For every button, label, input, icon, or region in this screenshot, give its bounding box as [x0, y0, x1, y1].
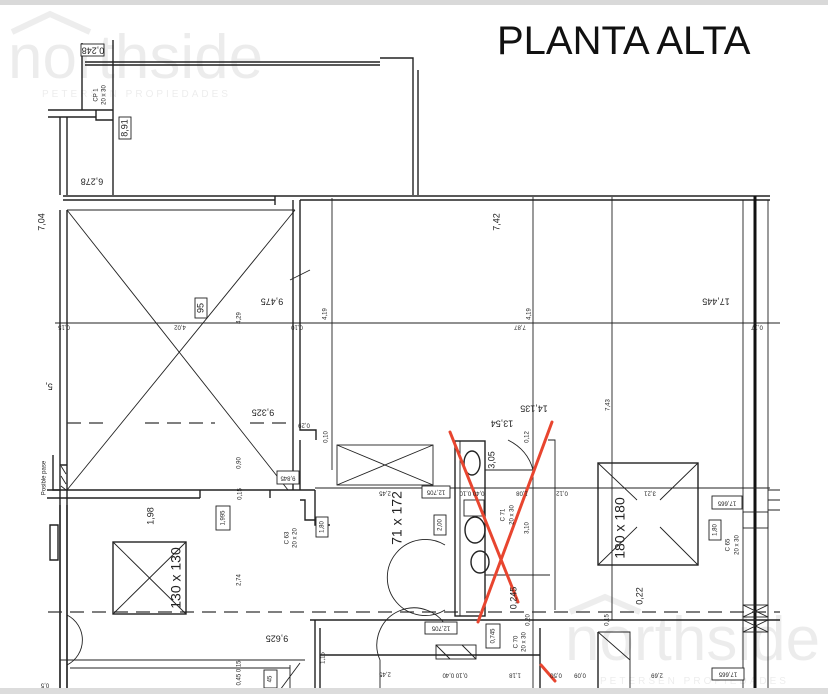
dim-label: 7,43: [606, 399, 612, 411]
dimension-labels: 0,248 CP 1 20 x 30 8,91 6,278 7,04 7,42 …: [36, 46, 762, 688]
dim-label: 17,665: [717, 499, 736, 505]
dim-label: 2,69: [651, 671, 663, 677]
dim-label: 0,40 0,10: [459, 489, 485, 495]
dim-label: 1,18: [509, 671, 521, 677]
walls: [47, 40, 780, 690]
skylight-size: 130 x 130: [168, 547, 184, 609]
dim-label: 17,445: [702, 297, 730, 307]
dim-label: 0,245: [508, 587, 518, 610]
dim-label: 3,10: [525, 522, 531, 534]
dim-label: 1,995: [221, 510, 227, 526]
dim-label: 0,15: [605, 614, 611, 626]
dim-label: 0,17: [751, 323, 763, 329]
dim-label: 17,665: [718, 670, 737, 676]
dim-label: 9,475: [261, 297, 284, 307]
void-opening: [66, 209, 311, 491]
dim-label: 0,90: [237, 457, 243, 469]
dim-label: 0,50: [550, 671, 562, 677]
dim-label: 0,12: [525, 431, 531, 443]
dim-label: 0,29: [298, 421, 310, 427]
dim-label: 2,45: [379, 489, 391, 495]
column-size: 20 x 30: [102, 84, 108, 104]
watermark-bottom: northside PETERSEN PROPIEDADES: [565, 593, 820, 687]
bidet-icon: [464, 516, 486, 544]
toilet-icon: [470, 550, 490, 574]
skylight-130: [112, 541, 187, 615]
watermark-top: northside PETERSEN PROPIEDADES: [8, 10, 263, 100]
dim-label: 7,04: [36, 213, 46, 231]
watermark-brand-2: northside: [565, 605, 820, 674]
opening-size: 71 x 172: [389, 491, 405, 545]
dim-label: 7,42: [491, 213, 501, 231]
dim-label: 2,45: [379, 670, 391, 676]
stair-box: [336, 444, 434, 486]
dim-label: 3,21: [644, 489, 656, 495]
dim-label: 14,135: [520, 404, 548, 414]
top-border: [0, 0, 828, 5]
dim-label: 4,19: [527, 308, 533, 320]
dim-label: 0,248: [82, 46, 105, 56]
watermark-tagline-2: PETERSEN PROPIEDADES: [600, 676, 789, 687]
column-label: C 71: [501, 508, 507, 521]
column-size: 20 x 30: [510, 504, 516, 524]
dim-label: 0,15: [58, 323, 70, 329]
dim-label: 6,278: [81, 177, 104, 187]
dim-label: 12,705: [431, 624, 450, 630]
dim-label: 0,10: [324, 431, 330, 443]
dim-label: 4,29: [237, 312, 243, 324]
note-possible-passage: Posible pase: [42, 460, 48, 495]
dim-label: 45: [268, 675, 274, 682]
dim-label: 0,10 0,40: [442, 671, 468, 677]
dim-label: 0,22: [634, 587, 644, 605]
dim-label: 13,54: [491, 419, 514, 429]
dim-label: 0,20: [526, 614, 532, 626]
dim-label: 0,15: [238, 488, 244, 500]
dim-label: 0,745: [491, 628, 497, 644]
dim-label: 95: [195, 303, 205, 313]
dim-label: 4,02: [174, 323, 186, 329]
dim-label: 2,74: [237, 574, 243, 586]
dim-label: 9,845: [280, 474, 296, 480]
dim-label: 1,80: [320, 521, 326, 533]
dim-label: 8,91: [119, 119, 129, 137]
watermark-brand: northside: [8, 23, 263, 92]
dim-label: 5,: [45, 382, 53, 392]
dim-label: 0,10: [291, 323, 303, 329]
dim-label: 1,15: [321, 652, 327, 664]
dim-label: 0,5: [40, 681, 49, 687]
dim-label: 0,45 0,15: [237, 660, 243, 686]
column-size: 20 x 30: [735, 534, 741, 554]
skylight-180: [597, 462, 699, 566]
dim-label: 0,12: [556, 489, 568, 495]
skylight-size: 180 x 180: [612, 497, 628, 559]
dim-label: 2,00: [438, 519, 444, 531]
dim-label: 1,98: [145, 507, 155, 525]
column-label: CP 1: [94, 88, 100, 102]
bottom-border: [0, 688, 828, 694]
dim-label: 12,705: [426, 488, 445, 494]
column-size: 20 x 30: [522, 631, 528, 651]
dim-label: 4,19: [323, 308, 329, 320]
bathroom: [454, 439, 556, 617]
watermark-tagline: PETERSEN PROPIEDADES: [42, 89, 231, 100]
cancel-cross-markup: [448, 420, 557, 683]
dim-label: 3,05: [486, 451, 496, 469]
column-label: C 65: [726, 538, 732, 551]
dim-label: 9,325: [252, 408, 275, 418]
round-elements: [66, 539, 631, 691]
dim-label: 0,09: [574, 671, 586, 677]
dim-label: 9,625: [266, 634, 289, 644]
dim-label: 7,87: [514, 323, 526, 329]
label-boxes: [80, 43, 745, 689]
dim-label: 1,80: [713, 524, 719, 536]
columns: [435, 489, 780, 660]
column-label: C 63: [285, 531, 291, 544]
column-label: C 70: [514, 635, 520, 648]
column-size: 20 x 20: [293, 527, 299, 547]
plan-title: PLANTA ALTA: [497, 19, 751, 63]
dim-label: 1,08: [516, 489, 528, 495]
